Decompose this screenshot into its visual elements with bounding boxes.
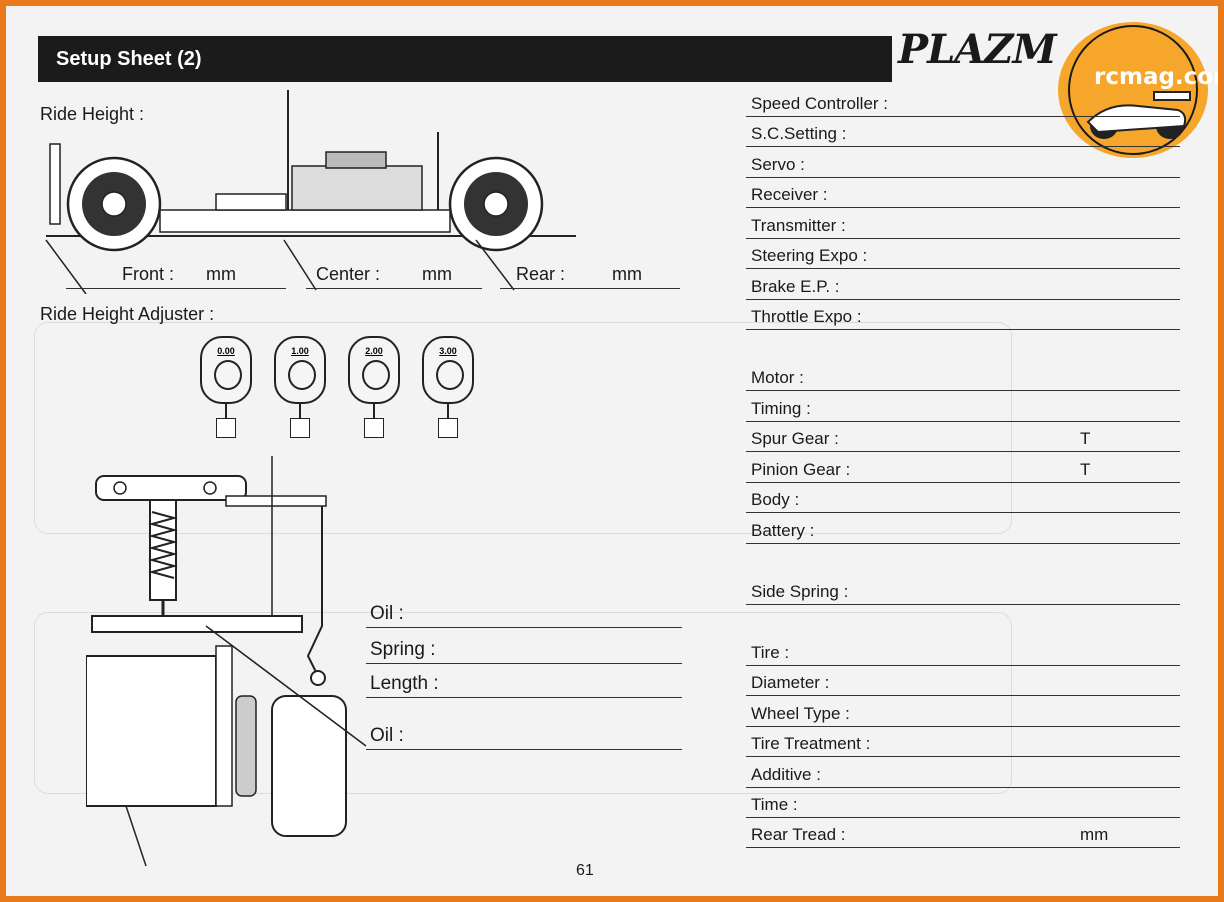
adjuster-hole [214,360,242,390]
field-label: Timing : [751,399,811,418]
adjuster-stem [447,404,449,418]
adjuster-value: 2.00 [365,346,383,356]
field-label: Tire : [751,643,790,662]
adjuster-hole [288,360,316,390]
receiver-field[interactable]: Receiver : [746,181,1180,208]
field-label: Time : [751,795,798,814]
sc-setting-field[interactable]: S.C.Setting : [746,120,1180,147]
setup-sheet-page: Setup Sheet (2) PLAZM rcmag.com Ride Hei… [6,6,1218,896]
field-label: Tire Treatment : [751,734,871,753]
spur-gear-field[interactable]: Spur Gear : T [746,425,1180,452]
field-label: Body : [751,490,800,509]
background-panel [34,322,1012,534]
front-label: Front : [122,264,175,284]
adjuster-stem [225,404,227,418]
field-label: Brake E.P. : [751,277,840,296]
shock-length-label: Length : [370,673,439,694]
shock-spring-label: Spring : [370,639,436,660]
adjuster-stem [373,404,375,418]
field-unit: mm [1080,825,1109,844]
ride-height-title: Ride Height : [40,104,145,124]
field-label: Servo : [751,155,805,174]
adjuster-0-00: 0.00 [200,336,252,404]
servo-field[interactable]: Servo : [746,151,1180,178]
adjuster-hole [436,360,464,390]
field-label: S.C.Setting : [751,124,847,143]
center-ride-height-field[interactable]: Center : mm [306,264,482,289]
time-field[interactable]: Time : [746,791,1180,818]
adjuster-value: 1.00 [291,346,309,356]
adjuster-1-00: 1.00 [274,336,326,404]
logo-text: rcmag.com [1094,64,1218,90]
field-label: Diameter : [751,673,830,692]
shock-oil-field[interactable]: Oil : [366,600,682,628]
field-label: Transmitter : [751,216,846,235]
rear-ride-height-field[interactable]: Rear : mm [500,264,680,289]
rear-suspension-diagram [86,456,367,866]
adjuster-stem [299,404,301,418]
rear-tread-field[interactable]: Rear Tread : mm [746,821,1180,848]
diff-oil-label: Oil : [370,725,404,746]
field-label: Pinion Gear : [751,460,851,479]
brake-ep-field[interactable]: Brake E.P. : [746,273,1180,300]
adjuster-checkbox-3-00[interactable] [438,418,458,438]
center-label: Center : [316,264,381,284]
shock-spring-field[interactable]: Spring : [366,636,682,664]
adjuster-3-00: 3.00 [422,336,474,404]
diff-oil-field[interactable]: Oil : [366,722,682,750]
field-label: Throttle Expo : [751,307,862,326]
ride-height-adjuster-title: Ride Height Adjuster : [40,304,215,324]
tire-treatment-field[interactable]: Tire Treatment : [746,730,1180,757]
adjuster-checkbox-1-00[interactable] [290,418,310,438]
field-label: Steering Expo : [751,246,868,265]
battery-field[interactable]: Battery : [746,517,1180,544]
field-label: Receiver : [751,185,828,204]
field-label: Spur Gear : [751,429,839,448]
front-unit: mm [206,264,236,284]
rcmag-logo: rcmag.com [1058,22,1218,158]
center-unit: mm [422,264,452,284]
shock-oil-label: Oil : [370,603,404,624]
adjuster-hole [362,360,390,390]
adjuster-checkbox-0-00[interactable] [216,418,236,438]
motor-field[interactable]: Motor : [746,364,1180,391]
steering-expo-field[interactable]: Steering Expo : [746,242,1180,269]
field-label: Additive : [751,765,821,784]
page-number: 61 [576,862,594,879]
adjuster-2-00: 2.00 [348,336,400,404]
field-label: Rear Tread : [751,825,846,844]
field-label: Wheel Type : [751,704,850,723]
field-unit: T [1080,460,1091,479]
background-panel [34,612,1012,794]
pinion-gear-field[interactable]: Pinion Gear : T [746,456,1180,483]
brand-logo: PLAZM [898,26,1057,73]
adjuster-checkbox-2-00[interactable] [364,418,384,438]
body-field[interactable]: Body : [746,486,1180,513]
wheel-type-field[interactable]: Wheel Type : [746,700,1180,727]
field-label: Battery : [751,521,815,540]
throttle-expo-field[interactable]: Throttle Expo : [746,303,1180,330]
field-label: Speed Controller : [751,94,889,113]
field-label: Side Spring : [751,582,849,601]
shock-length-field[interactable]: Length : [366,670,682,698]
transmitter-field[interactable]: Transmitter : [746,212,1180,239]
tire-field[interactable]: Tire : [746,639,1180,666]
adjuster-value: 3.00 [439,346,457,356]
side-spring-field[interactable]: Side Spring : [746,578,1180,605]
field-unit: T [1080,429,1091,448]
logo-graphic [1068,25,1198,155]
field-label: Motor : [751,368,804,387]
car-side-view-diagram [45,90,576,294]
additive-field[interactable]: Additive : [746,761,1180,788]
timing-field[interactable]: Timing : [746,395,1180,422]
front-ride-height-field[interactable]: Front : mm [66,264,286,289]
rear-unit: mm [612,264,642,284]
diameter-field[interactable]: Diameter : [746,669,1180,696]
adjuster-value: 0.00 [217,346,235,356]
page-title: Setup Sheet (2) [38,36,892,82]
speed-controller-field[interactable]: Speed Controller : [746,90,1180,117]
rear-label: Rear : [516,264,566,284]
